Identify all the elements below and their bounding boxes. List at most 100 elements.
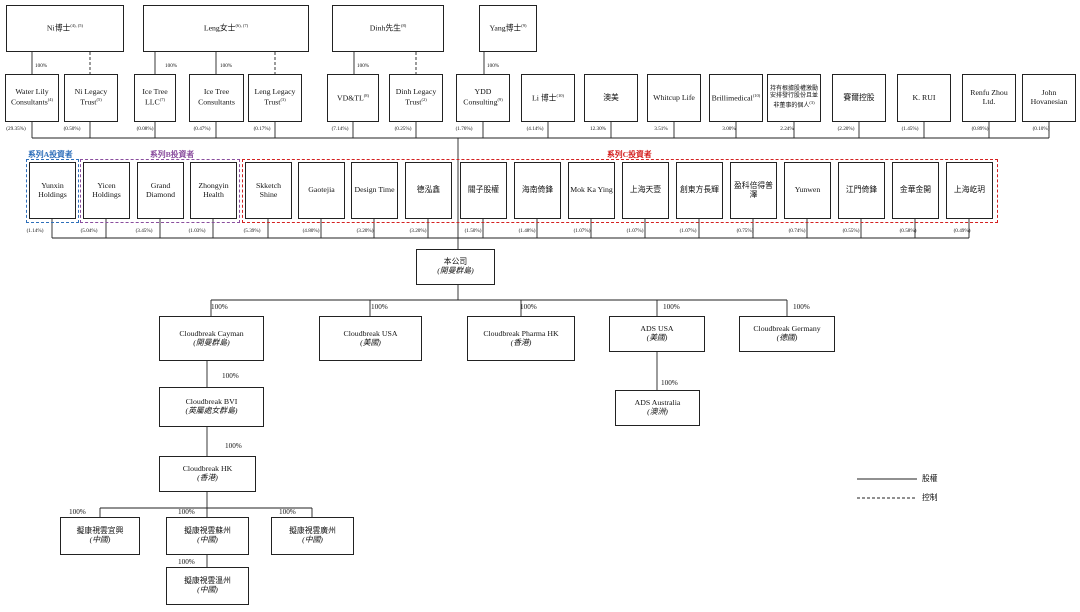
pct-guangzhou: 100% xyxy=(279,508,296,516)
pct-germany: 100% xyxy=(793,303,810,311)
subsidiary-yiyu: 擬康視雲宜興 (中國) xyxy=(60,517,140,555)
pct-chuangdongfang: (1.07%) xyxy=(679,228,697,234)
pct-shanghai-tianyi: (1.07%) xyxy=(626,228,644,234)
pct-wenzhou: 100% xyxy=(178,558,195,566)
investor-gaotejia: Gaotejia xyxy=(298,162,345,219)
investor-jiangmen-yifeng: 江門倚鋒 xyxy=(838,162,885,219)
shareholder-ice-tree-llc: Ice Tree LLC(7) xyxy=(134,74,176,122)
series-a-group xyxy=(26,159,79,223)
shareholder-renfu-zhou: Renfu Zhou Ltd. xyxy=(962,74,1016,122)
investor-chuangdongfang: 創東方長輝 xyxy=(676,162,723,219)
investor-hainan-yifeng: 海南倚鋒 xyxy=(514,162,561,219)
shareholder-vdtl: VD&TL(8) xyxy=(327,74,379,122)
owner-leng: Leng女士(6), (7) xyxy=(143,5,309,52)
subsidiary-cloudbreak-usa: Cloudbreak USA (美國) xyxy=(319,316,422,361)
pct-yang-ydd: 100% xyxy=(487,63,500,69)
series-a-label: 系列A投資者 xyxy=(28,150,73,159)
investor-mok-ka-ying: Mok Ka Ying xyxy=(568,162,615,219)
subsidiary-cloudbreak-germany: Cloudbreak Germany (德國) xyxy=(739,316,835,352)
shareholder-incentive-individuals: 持有根據股權激勵安排發行股份且並非董事的個人(3) xyxy=(767,74,821,122)
shareholder-aomei: 澳美 xyxy=(584,74,638,122)
investor-shanghai-tianyi: 上海天壹 xyxy=(622,162,669,219)
pct-brillimedical: 3.00% xyxy=(722,126,736,132)
shareholder-whitcup: Whitcup Life xyxy=(647,74,701,122)
owner-ni: Ni博士(4), (5) xyxy=(6,5,124,52)
pct-cayman: 100% xyxy=(211,303,228,311)
subsidiary-wenzhou: 擬康視雲溫州 (中國) xyxy=(166,567,249,605)
pct-li: (4.14%) xyxy=(526,126,544,132)
shareholder-li: Li 博士(10) xyxy=(521,74,575,122)
pct-jiangmen-yifeng: (0.55%) xyxy=(842,228,860,234)
shareholder-john-hovanesian: John Hovanesian xyxy=(1022,74,1076,122)
pct-saier: (2.20%) xyxy=(837,126,855,132)
pct-yiyu: 100% xyxy=(69,508,86,516)
pct-ni-legacy: (0.50%) xyxy=(63,126,81,132)
pct-k-rui: (1.45%) xyxy=(901,126,919,132)
pct-jinhua-jinkai: (0.58%) xyxy=(899,228,917,234)
investor-skketch: Skketch Shine xyxy=(245,162,292,219)
legend-equity-label: 股權 xyxy=(922,474,938,483)
shareholder-ice-tree-consultants: Ice Tree Consultants xyxy=(189,74,244,122)
subsidiary-ads-australia: ADS Australia (澳洲) xyxy=(615,390,700,426)
series-b-label: 系列B投資者 xyxy=(150,150,195,159)
pct-leng-icellc: 100% xyxy=(165,63,178,69)
pct-aomei: 12.30% xyxy=(590,126,606,132)
pct-hainan-yifeng: (1.48%) xyxy=(518,228,536,234)
pct-ads-usa: 100% xyxy=(663,303,680,311)
subsidiary-ads-usa: ADS USA (美國) xyxy=(609,316,705,352)
pct-bvi: 100% xyxy=(222,372,239,380)
investor-yunwen: Yunwen xyxy=(784,162,831,219)
pct-shanghai-yiyue: (0.49%) xyxy=(953,228,971,234)
pct-ice-tree-llc: (0.08%) xyxy=(136,126,154,132)
investor-yunxin: Yunxin Holdings xyxy=(29,162,76,219)
investor-guanzi: 關子股權 xyxy=(460,162,507,219)
investor-grand-diamond: Grand Diamond xyxy=(137,162,184,219)
series-c-group xyxy=(242,159,998,223)
owner-yang: Yang博士(9) xyxy=(479,5,537,52)
shareholder-water-lily: Water Lily Consultants(4) xyxy=(5,74,59,122)
pct-dinh-legacy: (0.25%) xyxy=(394,126,412,132)
subsidiary-suzhou: 擬康視雲蘇州 (中國) xyxy=(166,517,249,555)
pct-ice-tree-consultants: (0.47%) xyxy=(193,126,211,132)
pct-ni-water: 100% xyxy=(35,63,48,69)
shareholder-leng-legacy: Leng Legacy Trust(3) xyxy=(248,74,302,122)
pct-ads-australia: 100% xyxy=(661,379,678,387)
pct-ydd: (1.76%) xyxy=(455,126,473,132)
owner-dinh: Dinh先生(8) xyxy=(332,5,444,52)
pct-yingke: (0.75%) xyxy=(736,228,754,234)
pct-suzhou: 100% xyxy=(178,508,195,516)
investor-design-time: Design Time xyxy=(351,162,398,219)
pct-zhongyin: (1.03%) xyxy=(188,228,206,234)
pct-john-hovanesian: (0.10%) xyxy=(1032,126,1050,132)
pct-yunwen: (0.74%) xyxy=(788,228,806,234)
shareholder-k-rui: K. RUI xyxy=(897,74,951,122)
investor-yingke: 盈科倍得普澤 xyxy=(730,162,777,219)
pct-design-time: (3.20%) xyxy=(356,228,374,234)
company-box: 本公司 (開曼群島) xyxy=(416,249,495,285)
pct-renfu-zhou: (0.89%) xyxy=(971,126,989,132)
pct-skketch: (5.39%) xyxy=(243,228,261,234)
pct-incentive-individuals: 2.24% xyxy=(780,126,794,132)
pct-mok-ka-ying: (1.07%) xyxy=(573,228,591,234)
pct-yicen: (5.04%) xyxy=(80,228,98,234)
pct-hk: 100% xyxy=(225,442,242,450)
investor-shanghai-yiyue: 上海屹玥 xyxy=(946,162,993,219)
investor-zhongyin: Zhongyin Health xyxy=(190,162,237,219)
pct-grand-diamond: (3.45%) xyxy=(135,228,153,234)
shareholder-brillimedical: Brillimedical(10) xyxy=(709,74,763,122)
pct-pharma: 100% xyxy=(520,303,537,311)
investor-dehongxin: 德泓鑫 xyxy=(405,162,452,219)
pct-dinh-vdtl: 100% xyxy=(357,63,370,69)
subsidiary-cloudbreak-pharma-hk: Cloudbreak Pharma HK (香港) xyxy=(467,316,575,361)
subsidiary-cloudbreak-cayman: Cloudbreak Cayman (開曼群島) xyxy=(159,316,264,361)
pct-gaotejia: (4.80%) xyxy=(302,228,320,234)
investor-jinhua-jinkai: 金華金開 xyxy=(892,162,939,219)
pct-yunxin: (1.14%) xyxy=(26,228,44,234)
pct-water-lily: (29.35%) xyxy=(6,126,26,132)
pct-leng-icecons: 100% xyxy=(220,63,233,69)
pct-usa: 100% xyxy=(371,303,388,311)
pct-vdtl: (7.14%) xyxy=(331,126,349,132)
pct-guanzi: (1.50%) xyxy=(464,228,482,234)
pct-leng-legacy: (0.17%) xyxy=(253,126,271,132)
